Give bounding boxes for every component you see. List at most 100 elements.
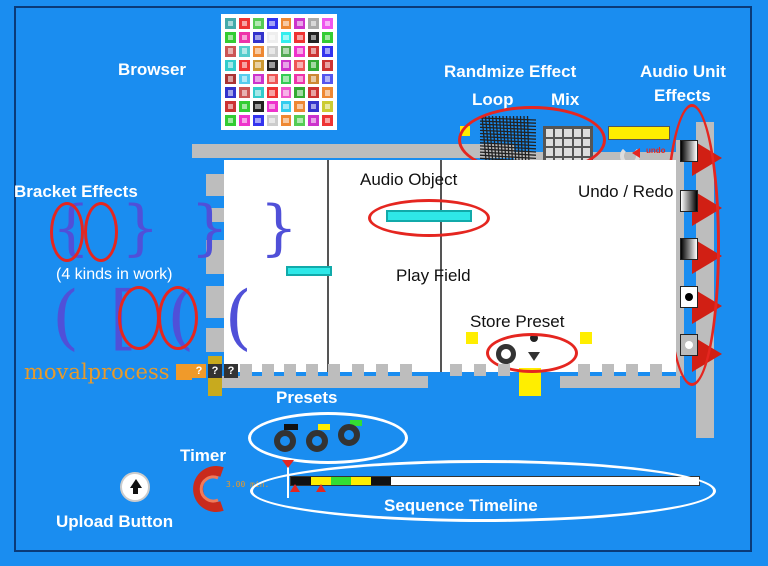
browser-swatch[interactable] [252,18,264,29]
upload-button-label: Upload Button [56,512,174,531]
browser-swatch[interactable] [322,18,333,29]
effects-label: Effects [654,86,711,105]
browser-swatch[interactable] [238,87,250,99]
up-arrow-icon [130,479,142,488]
browser-swatch[interactable] [225,31,236,43]
browser-swatch[interactable] [266,18,278,29]
browser-swatch[interactable] [225,59,236,71]
rail-tick [400,364,412,376]
browser-swatch[interactable] [294,73,306,85]
preset-marker-right [580,332,592,344]
browser-swatch[interactable] [266,101,278,113]
browser-swatch[interactable] [294,87,306,99]
browser-swatch[interactable] [294,115,306,126]
browser-swatch[interactable] [280,45,292,57]
browser-swatch[interactable] [266,45,278,57]
audio-object-highlight [368,199,490,237]
browser-swatch[interactable] [266,59,278,71]
bracket-highlight-1 [50,202,84,262]
rail-tick [262,364,274,376]
help-button-2[interactable]: ? [208,364,222,378]
browser-swatch[interactable] [238,59,250,71]
browser-swatch[interactable] [294,18,306,29]
store-preset-highlight [486,333,578,373]
browser-swatch[interactable] [308,87,320,99]
top-rail [192,144,514,158]
browser-swatch[interactable] [238,31,250,43]
browser-swatch[interactable] [238,18,250,29]
timeline-cursor-flag-icon [282,460,294,468]
browser-swatch[interactable] [322,87,333,99]
left-tab-2 [210,208,224,222]
browser-swatch[interactable] [252,59,264,71]
browser-swatch[interactable] [294,45,306,57]
browser-swatch[interactable] [225,18,236,29]
browser-swatch[interactable] [238,115,250,126]
browser-swatch[interactable] [308,73,320,85]
browser-swatch[interactable] [322,59,333,71]
help-button-3[interactable]: ? [224,364,238,378]
browser-swatch[interactable] [266,31,278,43]
browser-swatch[interactable] [322,73,333,85]
timer-icon[interactable] [188,466,234,512]
field-divider-2 [440,160,442,372]
yellow-slider[interactable] [608,126,670,140]
browser-swatch[interactable] [266,87,278,99]
rail-tick [626,364,638,376]
bracket-highlight-4 [158,286,198,350]
left-tab-3 [206,240,224,274]
rail-tick [376,364,388,376]
browser-swatch[interactable] [308,59,320,71]
browser-swatch[interactable] [308,115,320,126]
browser-swatch[interactable] [252,45,264,57]
browser-swatch[interactable] [225,45,236,57]
browser-swatch[interactable] [252,73,264,85]
browser-swatch[interactable] [238,101,250,113]
mix-label: Mix [551,90,580,109]
rail-tick [474,364,486,376]
browser-swatch[interactable] [280,115,292,126]
browser-swatch[interactable] [280,18,292,29]
browser-swatch[interactable] [280,73,292,85]
timer-label: Timer [180,446,226,465]
browser-swatch[interactable] [252,31,264,43]
browser-swatch[interactable] [280,59,292,71]
audio-object-label: Audio Object [360,170,458,189]
browser-swatch[interactable] [266,115,278,126]
browser-swatch[interactable] [266,73,278,85]
help-button-1[interactable]: ? [192,364,206,378]
loop-label: Loop [472,90,514,109]
browser-swatch[interactable] [225,73,236,85]
browser-swatch[interactable] [322,45,333,57]
browser-swatch[interactable] [238,45,250,57]
browser-swatch[interactable] [252,101,264,113]
browser-swatch[interactable] [280,101,292,113]
browser-swatch[interactable] [238,73,250,85]
browser-swatch[interactable] [225,115,236,126]
rail-tick [650,364,662,376]
browser-swatch[interactable] [308,45,320,57]
browser-swatch[interactable] [294,101,306,113]
browser-swatch[interactable] [308,18,320,29]
browser-swatch[interactable] [280,87,292,99]
up-arrow-stem [133,487,138,494]
browser-swatch[interactable] [280,31,292,43]
left-tab-4 [206,286,224,318]
play-field-label: Play Field [396,266,471,285]
browser-swatch[interactable] [322,115,333,126]
browser-swatch[interactable] [294,59,306,71]
browser-swatch[interactable] [308,31,320,43]
browser-palette[interactable] [221,14,337,130]
audio-object-2[interactable] [286,266,332,276]
browser-swatch[interactable] [294,31,306,43]
browser-swatch[interactable] [225,101,236,113]
browser-swatch[interactable] [225,87,236,99]
browser-swatch[interactable] [252,87,264,99]
browser-swatch[interactable] [322,101,333,113]
browser-swatch[interactable] [252,115,264,126]
rail-tick [352,364,364,376]
presets-label: Presets [276,388,338,407]
upload-button[interactable] [120,472,150,502]
browser-swatch[interactable] [322,31,333,43]
browser-swatch[interactable] [308,101,320,113]
